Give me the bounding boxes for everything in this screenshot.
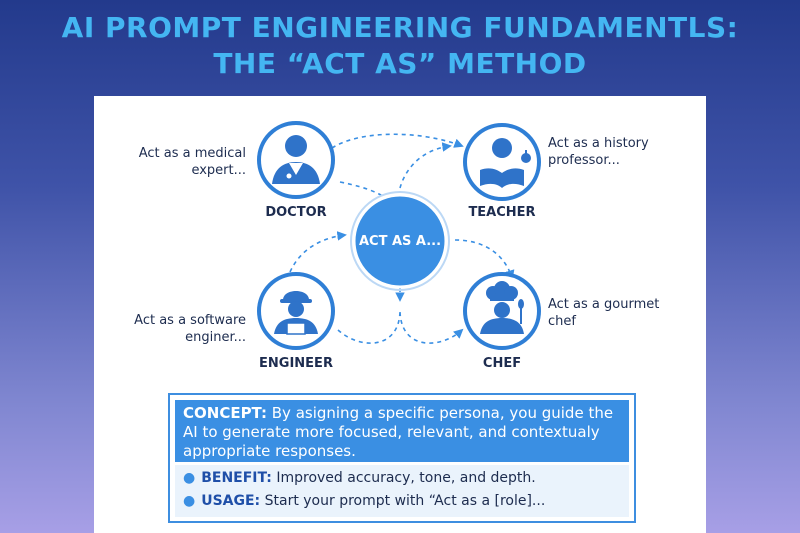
engineer-icon xyxy=(274,291,318,335)
title-line-2: The “Act As” Method xyxy=(213,47,587,80)
teacher-label: Teacher xyxy=(468,205,536,220)
chef-label: Chef xyxy=(482,356,522,371)
bullet-dot-icon: ● xyxy=(183,493,196,509)
page-title: AI Prompt Engineering Fundamentls: The “… xyxy=(0,10,800,82)
connector-center-teacher xyxy=(399,142,452,189)
engineer-label: Engineer xyxy=(259,356,333,371)
benefit-item: ● BENEFIT: Improved accuracy, tone, and d… xyxy=(183,470,536,486)
teacher-icon xyxy=(480,138,531,188)
bullet-dot-icon: ● xyxy=(183,470,196,486)
connector-doctor-teacher xyxy=(331,133,464,149)
title-line-1: AI Prompt Engineering Fundamentls: xyxy=(61,11,739,44)
usage-key: USAGE: xyxy=(201,493,261,509)
connector-engineer-center xyxy=(289,231,347,273)
chef-icon xyxy=(480,281,524,334)
doctor-label: Doctor xyxy=(265,205,327,220)
concept-details: ● BENEFIT: Improved accuracy, tone, and d… xyxy=(175,465,629,517)
concept-text: By asigning a specific persona, you guid… xyxy=(183,404,614,460)
teacher-caption: Act as a history professor... xyxy=(548,136,649,168)
benefit-key: BENEFIT: xyxy=(201,470,272,486)
concept-key: CONCEPT: xyxy=(183,404,267,422)
chef-caption: Act as a gourmet chef xyxy=(548,297,660,329)
connector-chef-engineer xyxy=(337,309,464,344)
doctor-caption: Act as a medical expert... xyxy=(138,146,246,178)
benefit-text: Improved accuracy, tone, and depth. xyxy=(271,470,536,486)
engineer-node xyxy=(257,272,335,350)
doctor-node xyxy=(257,121,335,199)
doctor-icon xyxy=(272,135,320,184)
chef-node xyxy=(463,272,541,350)
engineer-caption: Act as a software enginer... xyxy=(134,313,246,345)
concept-statement: CONCEPT: By asigning a specific persona,… xyxy=(175,400,629,462)
center-label: Act as a... xyxy=(358,233,442,249)
usage-text: Start your prompt with “Act as a [role].… xyxy=(260,493,546,509)
concept-box: CONCEPT: By asigning a specific persona,… xyxy=(168,393,636,523)
usage-item: ● USAGE: Start your prompt with “Act as a… xyxy=(183,493,545,509)
teacher-node xyxy=(463,123,541,201)
center-node xyxy=(352,193,448,289)
connector-center-chef xyxy=(454,239,515,280)
